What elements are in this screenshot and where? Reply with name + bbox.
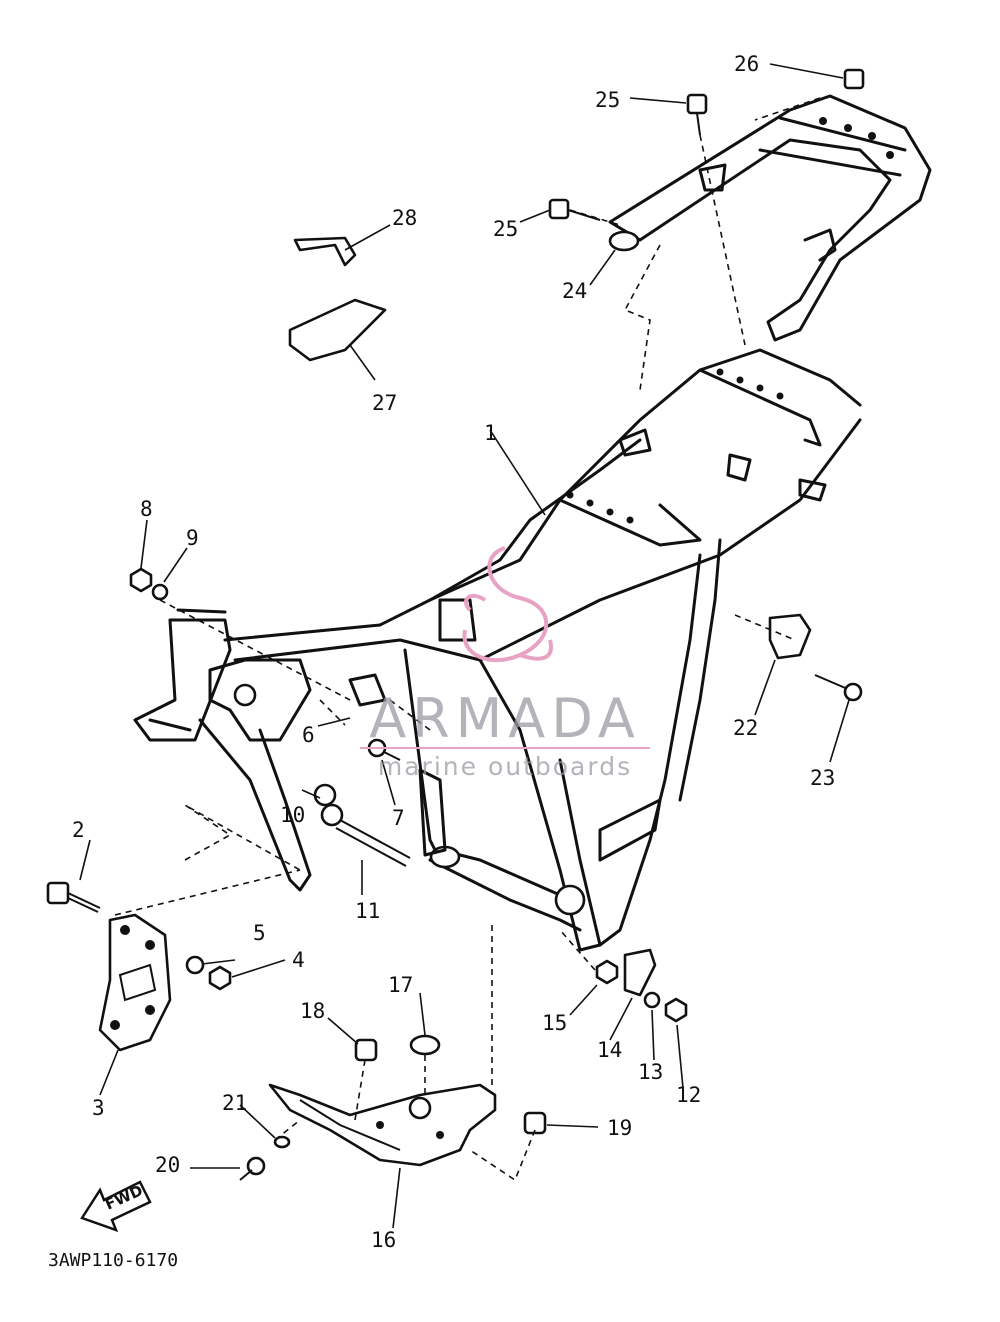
callout-23: 23 bbox=[810, 766, 835, 790]
callout-28: 28 bbox=[392, 206, 417, 230]
callout-24: 24 bbox=[562, 279, 587, 303]
watermark-brand: ARMADA bbox=[369, 687, 641, 750]
callout-18: 18 bbox=[300, 999, 325, 1023]
callout-9: 9 bbox=[186, 526, 199, 550]
callout-4: 4 bbox=[292, 948, 305, 972]
callout-26: 26 bbox=[734, 52, 759, 76]
engine-bracket-plate bbox=[98, 913, 172, 1052]
callout-7: 7 bbox=[392, 806, 405, 830]
small-parts bbox=[46, 68, 865, 1181]
callout-12: 12 bbox=[676, 1083, 701, 1107]
callout-11: 11 bbox=[355, 899, 380, 923]
callout-3: 3 bbox=[92, 1096, 105, 1120]
drawing-code: 3AWP110-6170 bbox=[48, 1250, 178, 1271]
callout-22: 22 bbox=[733, 716, 758, 740]
brand-watermark: ARMADA marine outboards bbox=[360, 546, 650, 781]
flamingo-logo-icon bbox=[360, 546, 650, 749]
callout-8: 8 bbox=[140, 497, 153, 521]
callout-13: 13 bbox=[638, 1060, 663, 1084]
callout-17: 17 bbox=[388, 973, 413, 997]
callout-25-upper: 25 bbox=[595, 88, 620, 112]
callout-21: 21 bbox=[222, 1091, 247, 1115]
callout-19: 19 bbox=[607, 1116, 632, 1140]
callout-1: 1 bbox=[484, 421, 497, 445]
leader-lines bbox=[79, 63, 850, 1229]
callout-5: 5 bbox=[253, 921, 266, 945]
callout-20: 20 bbox=[155, 1153, 180, 1177]
callout-27: 27 bbox=[372, 391, 397, 415]
callout-25-lower: 25 bbox=[493, 217, 518, 241]
main-frame bbox=[133, 348, 862, 952]
watermark-tagline: marine outboards bbox=[378, 752, 632, 781]
forward-arrow-icon: FWD bbox=[80, 1180, 152, 1233]
callout-16: 16 bbox=[371, 1228, 396, 1252]
callout-labels: 1 2 3 4 5 6 7 8 9 10 11 12 13 14 15 16 1… bbox=[72, 52, 835, 1252]
callout-6: 6 bbox=[302, 723, 315, 747]
callout-15: 15 bbox=[542, 1011, 567, 1035]
skid-plate bbox=[268, 1083, 497, 1167]
callout-10: 10 bbox=[280, 803, 305, 827]
callout-2: 2 bbox=[72, 818, 85, 842]
rear-subframe bbox=[608, 94, 932, 342]
callout-14: 14 bbox=[597, 1038, 622, 1062]
